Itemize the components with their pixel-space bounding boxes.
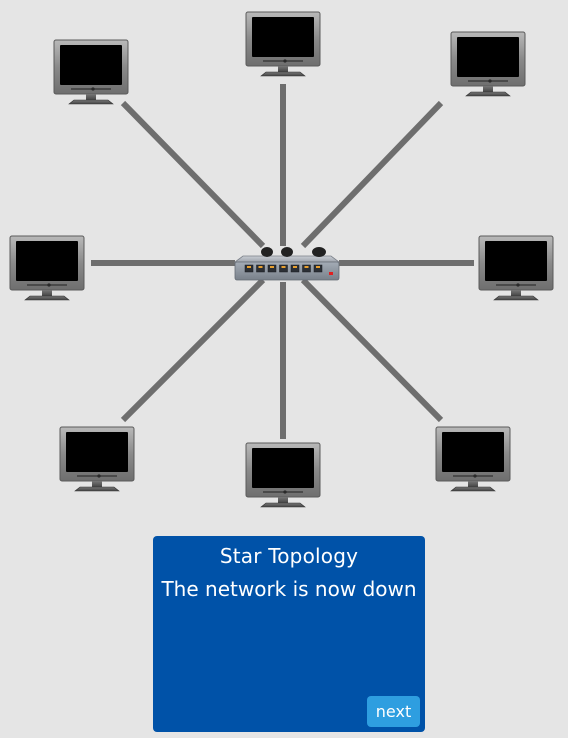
screen — [66, 432, 128, 472]
link-computer-bottom-left — [120, 277, 266, 423]
port-icon — [267, 264, 277, 273]
monitor-icon-computer-bottom-left — [59, 426, 135, 492]
link-computer-top-left — [120, 100, 266, 249]
port-icon — [256, 264, 265, 273]
network-switch-icon — [233, 247, 341, 281]
screen — [485, 241, 547, 281]
monitor-icon-computer-top-left — [53, 39, 129, 105]
screen — [442, 432, 504, 472]
switch-ports — [244, 264, 323, 273]
screen — [457, 37, 519, 77]
monitor-icon-computer-bottom-right — [435, 426, 511, 492]
star-topology-diagram — [9, 11, 554, 508]
screen — [252, 17, 314, 57]
monitor-icon-computer-top-right — [450, 31, 526, 97]
port-icon — [279, 264, 288, 273]
screen — [252, 448, 314, 488]
screen — [60, 45, 122, 85]
network-links — [91, 84, 474, 439]
monitor-icon-computer-right — [478, 235, 554, 301]
monitor-icon-computer-bottom — [245, 442, 321, 508]
port-icon — [244, 264, 254, 273]
panel-title: Star Topology — [219, 544, 359, 568]
computer-nodes — [9, 11, 554, 508]
next-button[interactable]: next — [367, 696, 420, 727]
link-computer-top-right — [300, 100, 444, 249]
port-icon — [313, 264, 323, 273]
status-led-icon — [329, 272, 333, 275]
monitor-icon-computer-top — [245, 11, 321, 77]
port-icon — [302, 264, 311, 273]
info-panel: Star Topology The network is now down ne… — [153, 536, 425, 732]
monitor-icon-computer-left — [9, 235, 85, 301]
link-computer-bottom-right — [300, 277, 444, 423]
panel-message: The network is now down — [161, 577, 417, 601]
screen — [16, 241, 78, 281]
port-icon — [290, 264, 300, 273]
